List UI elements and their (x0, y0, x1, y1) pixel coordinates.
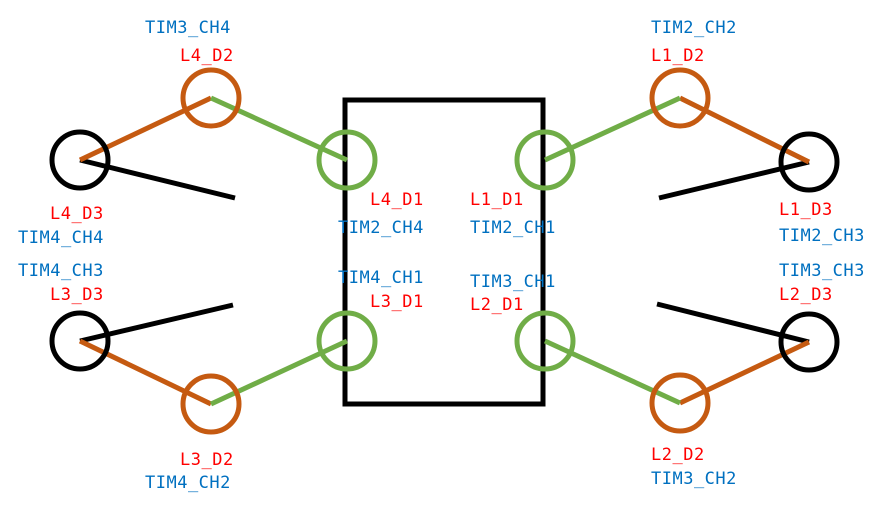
l3-d3-joint (49, 310, 111, 372)
leg-l4 (49, 67, 378, 201)
l1-d2-joint (649, 67, 711, 129)
leg-l1 (514, 67, 840, 201)
l3-d1-joint (316, 310, 378, 372)
leg-l3 (49, 302, 378, 435)
l1-d3-joint (778, 131, 840, 193)
l4-d3-timer-label: TIM4_CH4 (18, 228, 104, 248)
l1-d1-joint (514, 129, 576, 191)
l2-d1-timer-label: TIM3_CH1 (470, 272, 556, 292)
l2-upper-segment (543, 338, 682, 406)
l1-d2-timer-label: TIM2_CH2 (651, 18, 737, 38)
l2-lower-segment (678, 339, 811, 406)
l3-d2-joint (180, 373, 242, 435)
l2-d2-timer-label: TIM3_CH2 (651, 469, 737, 489)
l2-d3-label: L2_D3 (779, 285, 833, 305)
l3-d1-timer-label: TIM4_CH1 (338, 268, 424, 288)
l1-d3-timer-label: TIM2_CH3 (779, 226, 865, 246)
l1-d1-timer-label: TIM2_CH1 (470, 218, 556, 238)
l3-lower-segment (78, 338, 213, 407)
l4-d3-label: L4_D3 (50, 204, 104, 224)
l2-d2-label: L2_D2 (651, 445, 705, 465)
l1-d3-label: L1_D3 (779, 200, 833, 220)
l4-lower-segment (78, 95, 213, 163)
l2-d3-joint (778, 311, 840, 373)
l4-d2-joint (180, 67, 242, 129)
l1-lower-segment (678, 95, 811, 165)
l4-d1-timer-label: TIM2_CH4 (338, 218, 424, 238)
l4-d1-label: L4_D1 (370, 190, 424, 210)
l3-d1-label: L3_D1 (370, 292, 424, 312)
l3-d2-label: L3_D2 (180, 450, 234, 470)
l3-d2-timer-label: TIM4_CH2 (145, 473, 231, 493)
l3-upper-segment (209, 338, 349, 407)
l4-upper-segment (209, 95, 349, 163)
l2-d1-label: L2_D1 (470, 295, 524, 315)
l2-d2-joint (649, 372, 711, 434)
l1-upper-segment (543, 95, 682, 163)
robot-body (342, 97, 546, 407)
l4-d2-label: L4_D2 (180, 46, 234, 66)
l1-d2-label: L1_D2 (651, 46, 705, 66)
l3-d3-label: L3_D3 (50, 285, 104, 305)
l3-d3-timer-label: TIM4_CH3 (18, 261, 104, 281)
l2-d1-joint (514, 310, 576, 372)
l2-d3-timer-label: TIM3_CH3 (779, 261, 865, 281)
leg-l2 (514, 301, 840, 434)
l4-d1-joint (316, 129, 378, 191)
l1-d1-label: L1_D1 (470, 190, 524, 210)
l4-d3-joint (49, 129, 111, 191)
l4-d2-timer-label: TIM3_CH4 (145, 18, 231, 38)
